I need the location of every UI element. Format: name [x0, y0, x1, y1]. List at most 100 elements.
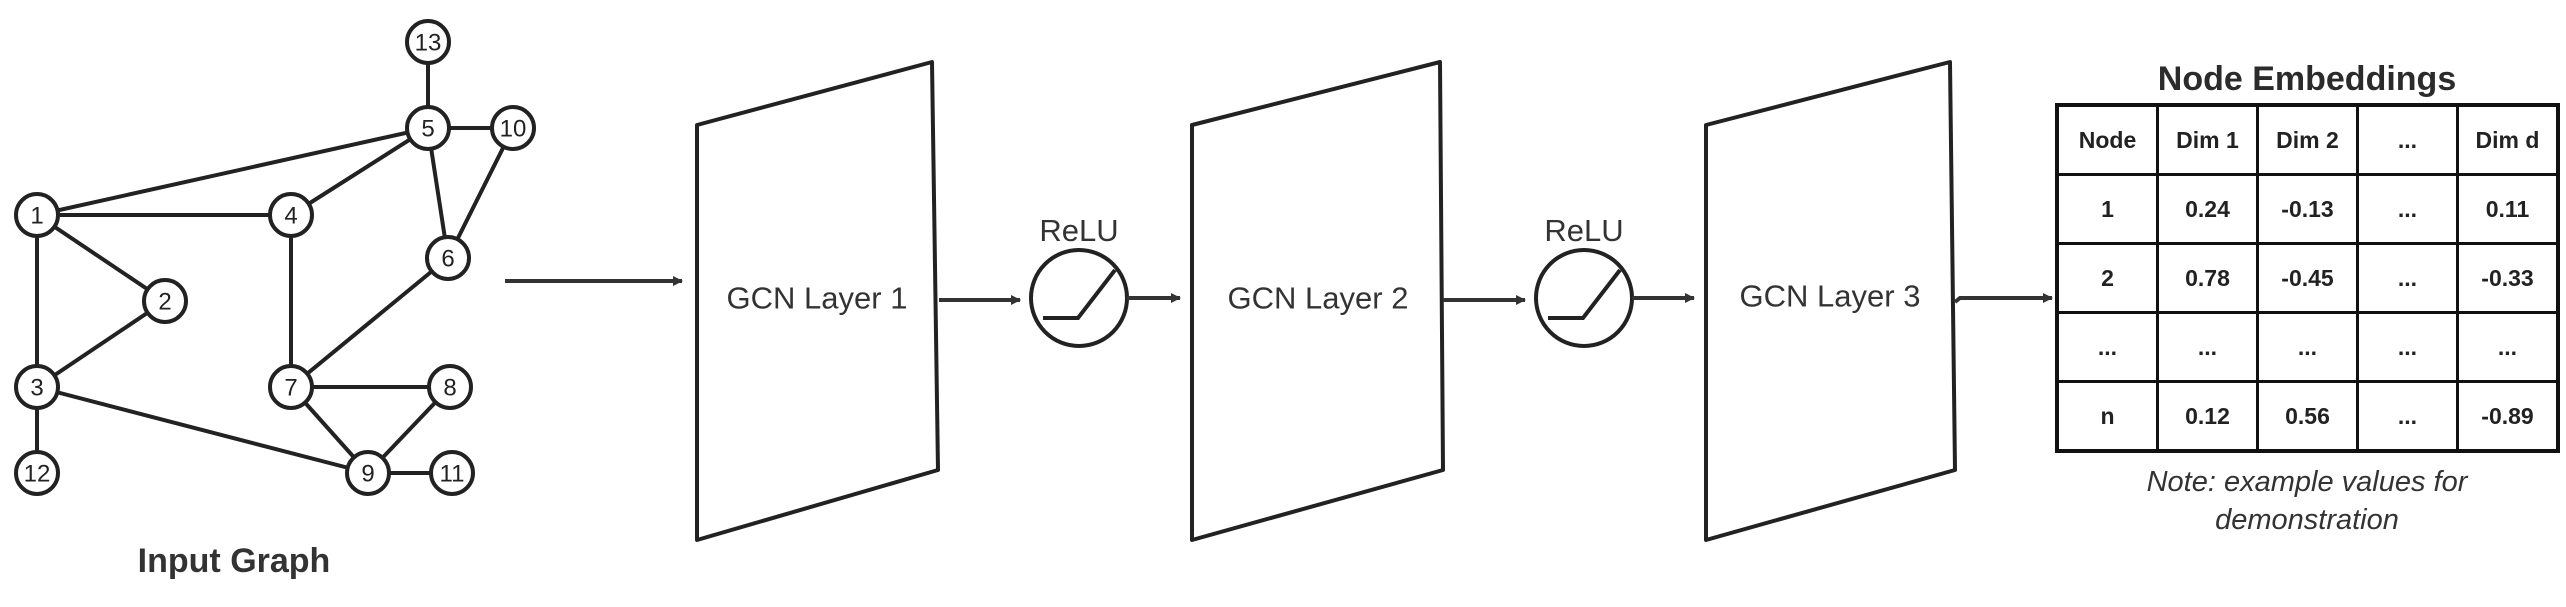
graph-node-5: 5 [405, 105, 451, 151]
table-cell: -0.45 [2256, 242, 2359, 314]
table-cell: ... [2156, 311, 2259, 383]
table-cell: ... [2356, 380, 2459, 453]
table-cell: -0.13 [2256, 173, 2359, 245]
graph-edge-3-9 [36, 385, 369, 475]
gcn-layer-3-label: GCN Layer 3 [1740, 279, 1921, 314]
table-cell: -0.33 [2456, 242, 2560, 314]
graph-node-circle [14, 364, 60, 410]
gcn-layer-1-shape [695, 60, 940, 542]
embeddings-note: Note: example values for demonstration [2054, 463, 2560, 539]
input-graph-caption: Input Graph [138, 542, 331, 580]
relu-2-label: ReLU [1544, 213, 1623, 248]
relu-1-curve-icon [1043, 268, 1117, 320]
graph-node-label: 2 [158, 289, 171, 316]
graph-node-7: 7 [268, 364, 314, 410]
gcn-layer-1: GCN Layer 1 [695, 60, 940, 542]
gcn-layer-1-label: GCN Layer 1 [727, 281, 908, 316]
arrow-layer3-to-embeddings [1953, 293, 2053, 304]
table-cell: ... [2055, 311, 2159, 383]
table-row: ............... [2055, 311, 2560, 383]
table-cell: ... [2356, 311, 2459, 383]
gcn-layer-3-shape [1704, 60, 1957, 542]
table-header-cell: ... [2356, 103, 2459, 176]
graph-node-11: 11 [429, 450, 475, 496]
table-cell: 0.11 [2456, 173, 2560, 245]
graph-node-circle [405, 105, 451, 151]
graph-edge-2-3 [35, 299, 167, 389]
graph-node-3: 3 [14, 364, 60, 410]
graph-edge-1-2 [35, 213, 167, 303]
table-cell: 2 [2055, 242, 2159, 314]
gcn-layer-2-shape [1190, 60, 1445, 542]
table-cell: 0.56 [2256, 380, 2359, 453]
table-cell: ... [2456, 311, 2560, 383]
graph-node-circle [429, 450, 475, 496]
table-cell: n [2055, 380, 2159, 453]
graph-node-label: 5 [421, 116, 434, 143]
graph-node-circle [268, 192, 314, 238]
graph-node-circle [142, 278, 188, 324]
relu-2-circle [1534, 248, 1634, 348]
graph-node-circle [345, 450, 391, 496]
graph-node-1: 1 [14, 192, 60, 238]
graph-node-label: 11 [440, 461, 465, 488]
graph-node-9: 9 [345, 450, 391, 496]
graph-node-label: 6 [441, 246, 454, 273]
graph-node-circle [14, 192, 60, 238]
graph-node-label: 12 [24, 461, 51, 488]
graph-node-circle [268, 364, 314, 410]
graph-node-8: 8 [427, 364, 473, 410]
table-cell: ... [2356, 242, 2459, 314]
graph-node-label: 1 [30, 203, 43, 230]
relu-2-curve-icon [1548, 268, 1622, 320]
graph-node-label: 8 [443, 375, 456, 402]
table-header-cell: Node [2055, 103, 2159, 176]
graph-node-10: 10 [490, 105, 536, 151]
graph-node-label: 10 [500, 116, 527, 143]
graph-edge-6-7 [289, 256, 450, 389]
graph-edge-1-5 [36, 126, 429, 217]
table-cell: 1 [2055, 173, 2159, 245]
graph-node-label: 13 [415, 30, 442, 57]
gcn-layer-3: GCN Layer 3 [1704, 60, 1957, 542]
gcn-layer-2-label: GCN Layer 2 [1228, 281, 1409, 316]
relu-1-circle [1029, 248, 1129, 348]
graph-node-label: 7 [284, 375, 297, 402]
table-header-cell: Dim 2 [2256, 103, 2359, 176]
table-cell: 0.24 [2156, 173, 2259, 245]
graph-node-13: 13 [405, 19, 451, 65]
graph-edge-6-10 [446, 127, 515, 259]
table-cell: 0.78 [2156, 242, 2259, 314]
graph-node-circle [425, 235, 471, 281]
graph-node-6: 6 [425, 235, 471, 281]
relu-2: ReLU [1534, 213, 1634, 348]
graph-node-circle [427, 364, 473, 410]
table-cell: ... [2256, 311, 2359, 383]
relu-1-label: ReLU [1039, 213, 1118, 248]
relu-1: ReLU [1029, 213, 1129, 348]
graph-node-12: 12 [14, 450, 60, 496]
table-cell: -0.89 [2456, 380, 2560, 453]
graph-node-label: 4 [284, 203, 297, 230]
graph-node-circle [14, 450, 60, 496]
table-header-cell: Dim 1 [2156, 103, 2259, 176]
graph-node-4: 4 [268, 192, 314, 238]
table-header-cell: Dim d [2456, 103, 2560, 176]
graph-node-label: 3 [30, 375, 43, 402]
graph-node-circle [405, 19, 451, 65]
graph-node-2: 2 [142, 278, 188, 324]
table-cell: ... [2356, 173, 2459, 245]
graph-node-circle [490, 105, 536, 151]
embeddings-title: Node Embeddings [2157, 60, 2457, 98]
note-line-2: demonstration [2215, 504, 2399, 536]
